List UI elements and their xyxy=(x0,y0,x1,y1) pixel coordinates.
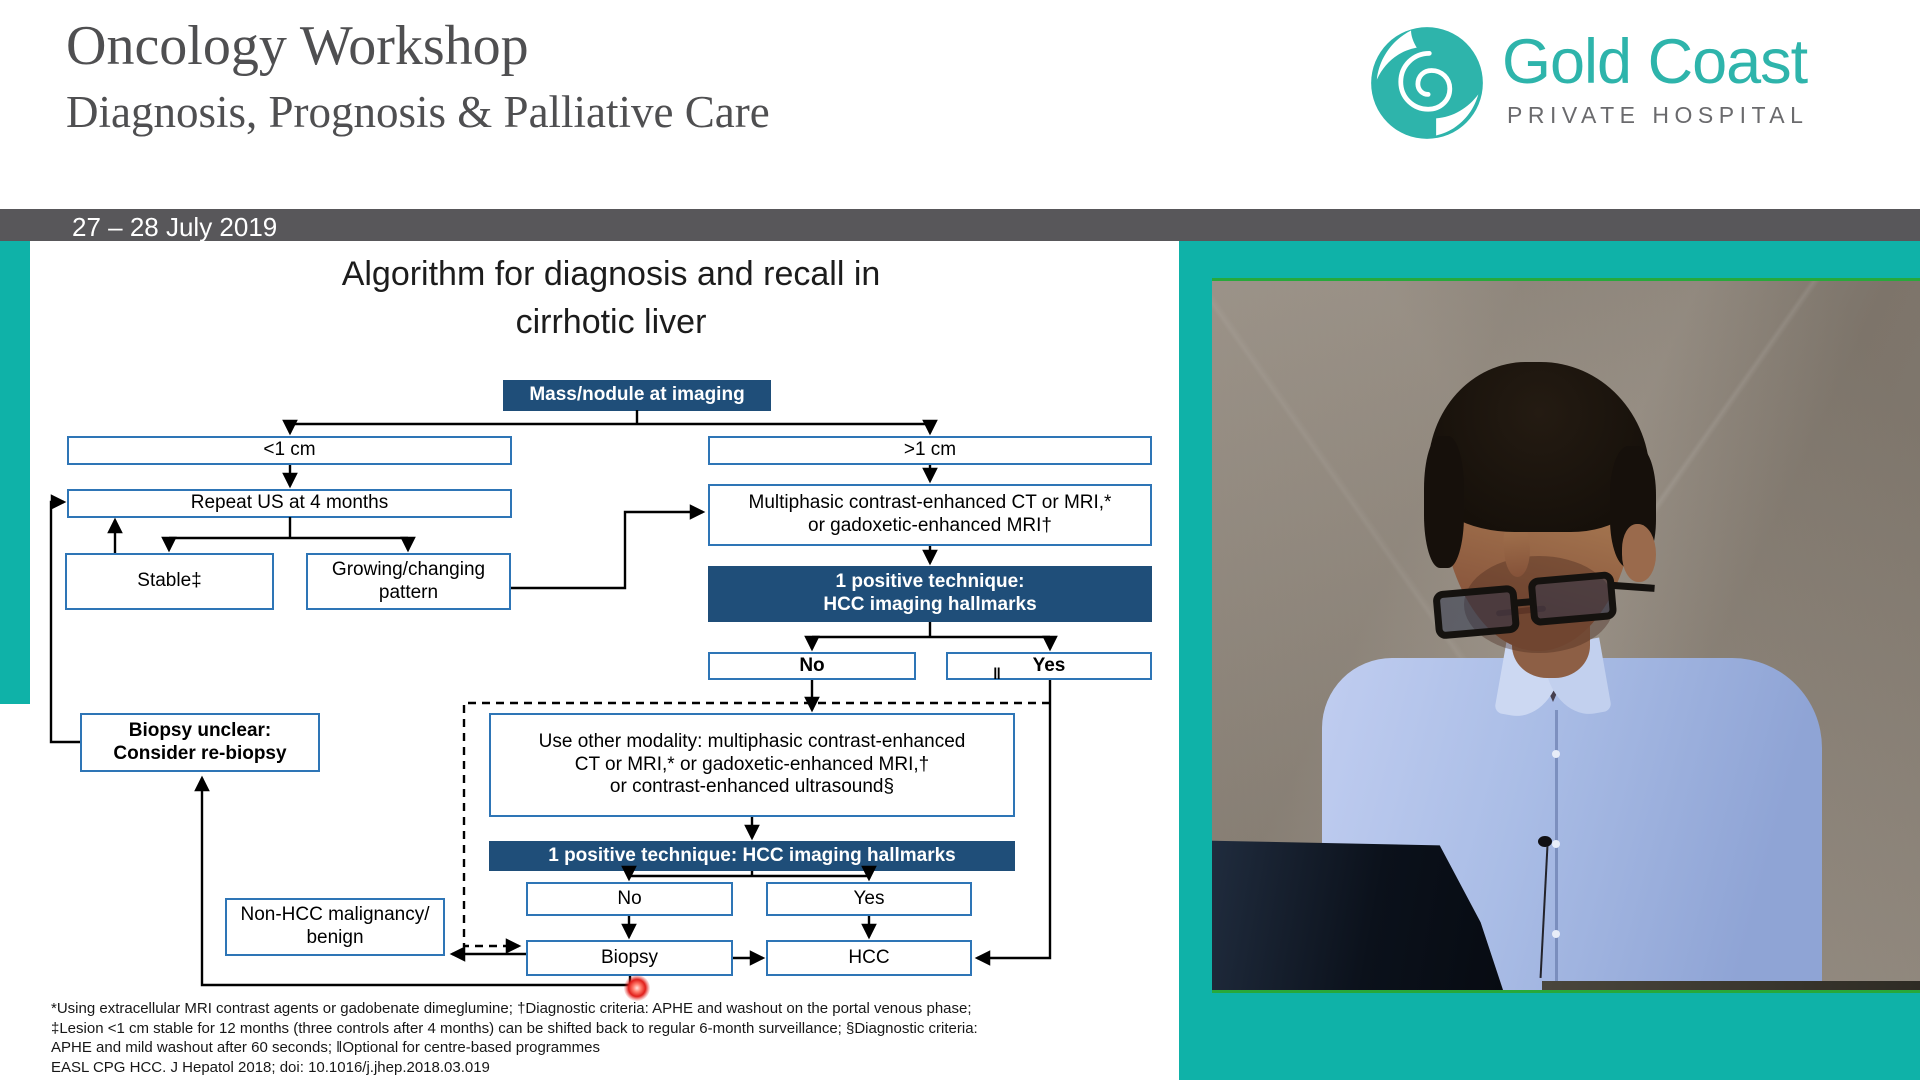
optional-path-marker: ‖ xyxy=(993,666,1001,683)
video-edge-line-bottom xyxy=(1212,990,1920,993)
slide-title: Algorithm for diagnosis and recall in ci… xyxy=(341,255,881,341)
flow-box-stable: Stable‡ xyxy=(65,553,274,610)
header: Oncology Workshop Diagnosis, Prognosis &… xyxy=(0,0,1920,209)
flow-box-hallmarks-1: 1 positive technique: HCC imaging hallma… xyxy=(708,566,1152,622)
flow-box-no-1: No xyxy=(708,652,916,680)
footnote-line: *Using extracellular MRI contrast agents… xyxy=(51,1000,972,1017)
footnotes: *Using extracellular MRI contrast agents… xyxy=(51,999,1016,1077)
flow-box-non-hcc: Non-HCC malignancy/ benign xyxy=(225,898,445,956)
flow-box-repeat-us: Repeat US at 4 months xyxy=(67,489,512,518)
footnote-line: APHE and mild washout after 60 seconds; … xyxy=(51,1039,600,1056)
slide-left-margin xyxy=(0,704,30,1080)
flow-box-lt1cm: <1 cm xyxy=(67,436,512,465)
lapel-microphone-icon xyxy=(1538,836,1552,847)
flow-box-growing: Growing/changing pattern xyxy=(306,553,511,610)
hospital-logo-name: Gold Coast xyxy=(1502,27,1808,97)
flow-box-yes-1: Yes xyxy=(946,652,1152,680)
footnote-line: EASL CPG HCC. J Hepatol 2018; doi: 10.10… xyxy=(51,1058,490,1076)
flow-box-hallmarks-2: 1 positive technique: HCC imaging hallma… xyxy=(489,841,1015,871)
presenter-shirt-placket xyxy=(1552,710,1560,993)
flow-box-mass-nodule: Mass/nodule at imaging xyxy=(503,380,771,411)
date-bar: 27 – 28 July 2019 xyxy=(0,209,1920,242)
flow-box-yes-2: Yes xyxy=(766,882,972,916)
video-edge-line-top xyxy=(1212,278,1920,281)
flow-box-gt1cm: >1 cm xyxy=(708,436,1152,465)
flow-box-biopsy: Biopsy xyxy=(526,940,733,976)
workshop-subtitle: Diagnosis, Prognosis & Palliative Care xyxy=(66,87,770,137)
flow-box-biopsy-unclear: Biopsy unclear: Consider re-biopsy xyxy=(80,713,320,772)
footnote-line: ‡Lesion <1 cm stable for 12 months (thre… xyxy=(51,1019,978,1037)
laser-pointer-dot xyxy=(624,975,650,1001)
hospital-logo-tagline: PRIVATE HOSPITAL xyxy=(1507,102,1809,128)
flow-box-hcc: HCC xyxy=(766,940,972,976)
flow-box-no-2: No xyxy=(526,882,733,916)
flow-box-use-other-modality: Use other modality: multiphasic contrast… xyxy=(489,713,1015,817)
speaker-video-feed xyxy=(1212,278,1920,993)
presenter-hair-left xyxy=(1424,436,1464,568)
desk-edge xyxy=(1542,981,1920,990)
presenter-ear xyxy=(1622,524,1656,582)
hospital-logo-swirl-icon xyxy=(1371,27,1483,139)
workshop-title: Oncology Workshop xyxy=(66,15,529,77)
event-dates: 27 – 28 July 2019 xyxy=(72,212,278,242)
flow-box-multiphasic: Multiphasic contrast-enhanced CT or MRI,… xyxy=(708,484,1152,546)
